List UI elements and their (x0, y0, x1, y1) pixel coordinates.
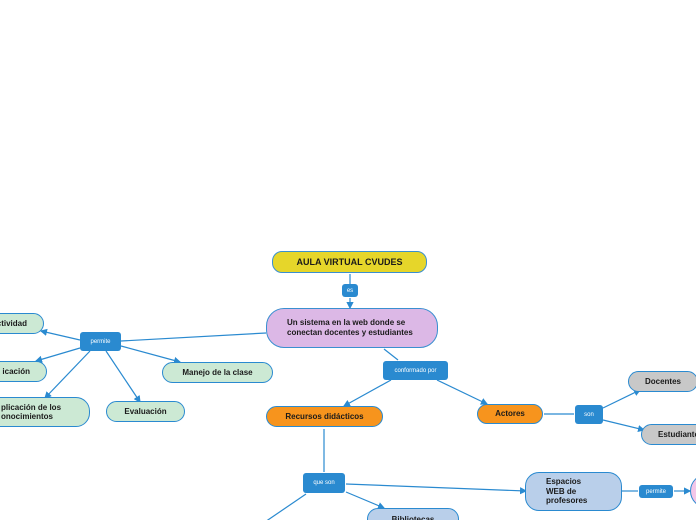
definition-topic[interactable]: Un sistema en la web donde se conectan d… (266, 308, 438, 348)
connector-permite-manejo (120, 345, 182, 364)
link-label-conformado[interactable]: conformado por (383, 361, 448, 380)
link-label-permite-2[interactable]: permite (639, 485, 673, 498)
connector-queson-espacios (345, 483, 528, 495)
root-topic[interactable]: AULA VIRTUAL CVUDES (272, 251, 427, 273)
link-label-es[interactable]: es (342, 284, 358, 297)
subtopic-actores[interactable]: Actores (477, 404, 543, 424)
connector-queson-offscreen (266, 493, 307, 520)
connector-permite-evaluacion (105, 350, 141, 403)
connector-permite-comunicacion (34, 347, 81, 363)
subtopic-aplicacion[interactable]: plicación de los onocimientos (0, 397, 90, 427)
subtopic-recursos[interactable]: Recursos didácticos (266, 406, 383, 427)
connector-conformado-recursos (342, 379, 392, 407)
link-label-que-son[interactable]: que son (303, 473, 345, 493)
subtopic-espacios-web[interactable]: Espacios WEB de profesores (525, 472, 622, 511)
subtopic-evaluacion[interactable]: Evaluación (106, 401, 185, 422)
subtopic-manejo[interactable]: Manejo de la clase (162, 362, 273, 383)
subtopic-docentes[interactable]: Docentes (628, 371, 696, 392)
link-label-permite[interactable]: permite (80, 332, 121, 351)
connector-definition-conformado (383, 348, 399, 361)
subtopic-interactividad[interactable]: ctividad (0, 313, 44, 334)
connector-queson-bibliotecas (345, 491, 386, 509)
connector-son-estudiantes (602, 419, 646, 433)
subtopic-estudiantes[interactable]: Estudiantes (641, 424, 696, 445)
connector-conformado-actores (436, 379, 489, 405)
subtopic-bibliotecas[interactable]: Bibliotecas (367, 508, 459, 520)
connector-permite-interactividad (39, 328, 81, 341)
connector-permite-aplicacion (44, 350, 91, 399)
connector-son-docentes (602, 389, 642, 409)
subtopic-comunicacion[interactable]: icación (0, 361, 47, 382)
connector-definition-permite (120, 332, 267, 342)
link-label-son[interactable]: son (575, 405, 603, 424)
